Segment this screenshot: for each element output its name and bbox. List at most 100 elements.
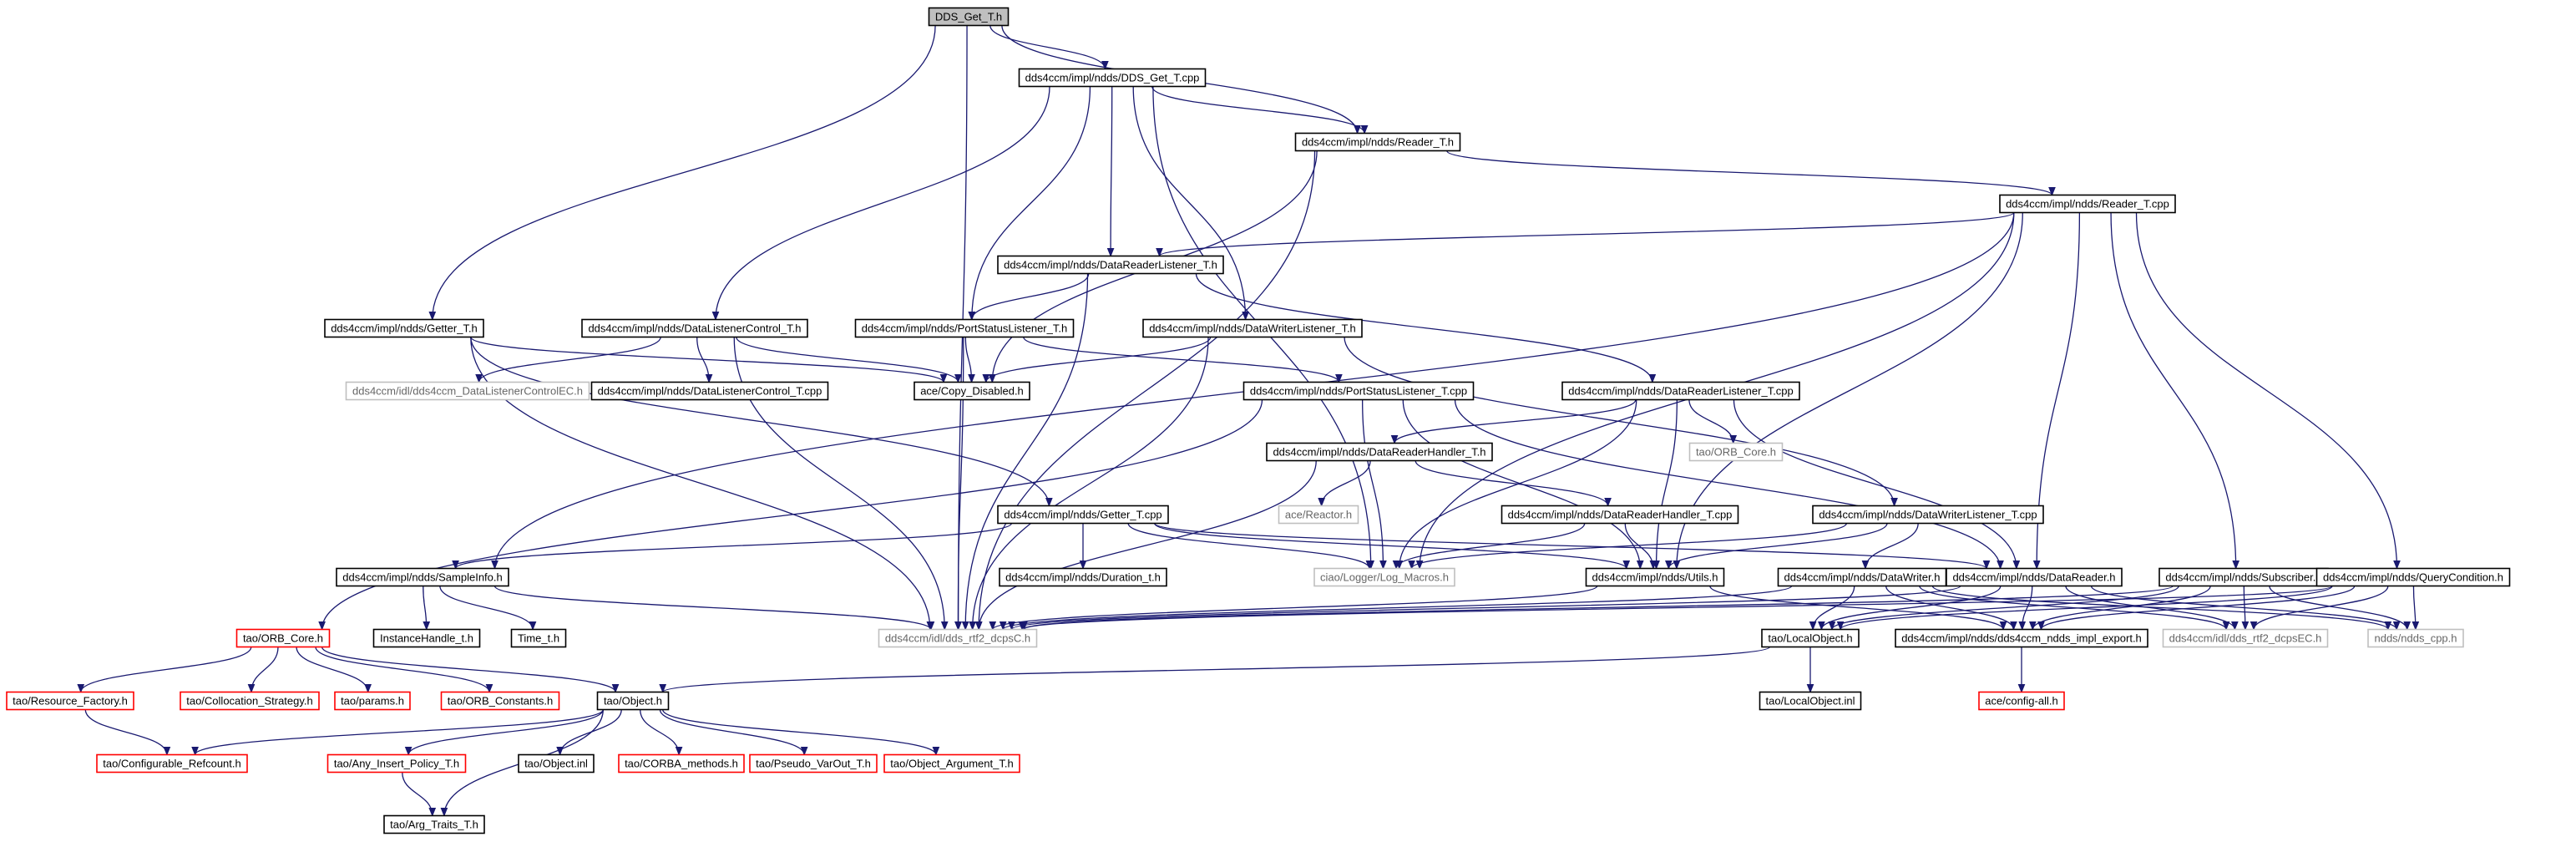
node-dds4ccm-impl-ndds-reader-t-cpp[interactable]: dds4ccm/impl/ndds/Reader_T.cpp — [1999, 194, 2176, 214]
node-ace-copy-disabled-h[interactable]: ace/Copy_Disabled.h — [913, 381, 1030, 401]
edge-reader_cpp-to-datareader — [2032, 212, 2081, 570]
edge-arrowhead — [968, 374, 975, 383]
node-dds-get-t-h[interactable]: DDS_Get_T.h — [928, 7, 1010, 27]
node-tao-localobject-h[interactable]: tao/LocalObject.h — [1761, 628, 1860, 648]
node-dds4ccm-impl-ndds-datareaderlistener-t-h[interactable]: dds4ccm/impl/ndds/DataReaderListener_T.h — [997, 255, 1224, 275]
node-dds4ccm-impl-ndds-reader-t-h[interactable]: dds4ccm/impl/ndds/Reader_T.h — [1294, 132, 1461, 152]
edge-line — [2036, 212, 2081, 569]
edge-arrowhead — [932, 747, 940, 756]
node-label: tao/LocalObject.h — [1768, 632, 1852, 645]
node-dds4ccm-impl-ndds-datareaderlistener-t-cpp[interactable]: dds4ccm/impl/ndds/DataReaderListener_T.c… — [1561, 381, 1800, 401]
node-dds4ccm-impl-ndds-portstatuslistener-t-cpp[interactable]: dds4ccm/impl/ndds/PortStatusListener_T.c… — [1242, 381, 1475, 401]
edge-arrowhead — [1622, 560, 1631, 570]
node-label: tao/ORB_Constants.h — [448, 695, 553, 708]
node-box — [596, 691, 670, 711]
node-dds4ccm-impl-ndds-duration-t-h[interactable]: dds4ccm/impl/ndds/Duration_t.h — [999, 567, 1167, 587]
edge-arrowhead — [954, 621, 962, 631]
edge-line — [985, 337, 1212, 383]
edge-line — [1410, 522, 1847, 570]
node-label: Time_t.h — [518, 632, 559, 645]
node-dds4ccm-impl-ndds-getter-t-h[interactable]: dds4ccm/impl/ndds/Getter_T.h — [324, 318, 484, 338]
node-tao-pseudo-varout-t-h[interactable]: tao/Pseudo_VarOut_T.h — [749, 753, 878, 774]
edge-subscriber-to-rtf2_dcpsec — [2241, 586, 2250, 631]
edge-arrowhead — [475, 374, 483, 383]
node-box — [1759, 691, 1862, 711]
node-dds4ccm-impl-ndds-datawriterlistener-t-h[interactable]: dds4ccm/impl/ndds/DataWriterListener_T.h — [1142, 318, 1363, 338]
edge-arrowhead — [800, 747, 808, 756]
node-instancehandle-t-h[interactable]: InstanceHandle_t.h — [372, 628, 481, 648]
edge-line — [1865, 523, 1919, 569]
edge-arrowhead — [491, 560, 498, 570]
node-tao-corba-methods-h[interactable]: tao/CORBA_methods.h — [618, 753, 745, 774]
edge-arrowhead — [1242, 312, 1249, 321]
node-dds4ccm-impl-ndds-dds-get-t-cpp[interactable]: dds4ccm/impl/ndds/DDS_Get_T.cpp — [1018, 68, 1207, 88]
edge-arrowhead — [1828, 621, 1836, 631]
edge-line — [1021, 585, 2174, 631]
node-tao-resource-factory-h[interactable]: tao/Resource_Factory.h — [6, 691, 134, 711]
node-dds4ccm-impl-ndds-datalistenercontrol-t-h[interactable]: dds4ccm/impl/ndds/DataListenerControl_T.… — [581, 318, 808, 338]
edge-querycond-to-export — [2037, 586, 2356, 631]
node-dds4ccm-impl-ndds-dds4ccm-ndds-impl-export-h[interactable]: dds4ccm/impl/ndds/dds4ccm_ndds_impl_expo… — [1895, 628, 2148, 648]
node-dds4ccm-impl-ndds-datawriterlistener-t-cpp[interactable]: dds4ccm/impl/ndds/DataWriterListener_T.c… — [1812, 505, 2044, 525]
node-dds4ccm-impl-ndds-datareaderhandler-t-cpp[interactable]: dds4ccm/impl/ndds/DataReaderHandler_T.cp… — [1501, 505, 1739, 525]
edge-dlc_h-to-copy — [736, 337, 962, 383]
edge-arrowhead — [77, 684, 85, 693]
node-time-t-h[interactable]: Time_t.h — [510, 628, 567, 648]
edge-orbcore_red-to-params — [296, 647, 372, 693]
edge-line — [1195, 273, 1653, 383]
edge-arrowhead — [452, 560, 459, 570]
edge-line — [1676, 212, 2023, 569]
node-label: dds4ccm/impl/ndds/PortStatusListener_T.c… — [1250, 385, 1467, 398]
node-label: tao/ORB_Core.h — [243, 632, 323, 645]
node-dds4ccm-impl-ndds-sampleinfo-h[interactable]: dds4ccm/impl/ndds/SampleInfo.h — [336, 567, 509, 587]
node-tao-orb-constants-h[interactable]: tao/ORB_Constants.h — [440, 691, 560, 711]
edge-arrowhead — [2018, 621, 2027, 631]
edge-arrowhead — [974, 621, 983, 631]
node-dds4ccm-impl-ndds-datalistenercontrol-t-cpp[interactable]: dds4ccm/impl/ndds/DataListenerControl_T.… — [590, 381, 829, 401]
edge-line — [1154, 522, 1987, 570]
edge-line — [194, 708, 604, 756]
node-box — [1561, 381, 1800, 401]
edge-line — [470, 337, 931, 630]
node-tao-object-h[interactable]: tao/Object.h — [596, 691, 670, 711]
node-ace-config-all-h[interactable]: ace/config-all.h — [1978, 691, 2065, 711]
edge-arrowhead — [2403, 621, 2412, 631]
node-dds4ccm-impl-ndds-subscriber-h[interactable]: dds4ccm/impl/ndds/Subscriber.h — [2158, 567, 2329, 587]
node-tao-object-inl[interactable]: tao/Object.inl — [518, 753, 595, 774]
edge-arrowhead — [1390, 435, 1399, 444]
node-tao-orb-core-h[interactable]: tao/ORB_Core.h — [235, 628, 331, 648]
node-tao-configurable-refcount-h[interactable]: tao/Configurable_Refcount.h — [96, 753, 248, 774]
nodes-layer: DDS_Get_T.h dds4ccm/impl/ndds/DDS_Get_T.c… — [6, 7, 2511, 834]
edge-line — [454, 522, 1012, 570]
node-tao-params-h[interactable]: tao/params.h — [334, 691, 411, 711]
node-dds4ccm-impl-ndds-datawriter-h[interactable]: dds4ccm/impl/ndds/DataWriter.h — [1777, 567, 1947, 587]
edge-arrowhead — [1045, 498, 1053, 507]
edge-arrowhead — [659, 684, 667, 693]
edge-arrowhead — [1997, 560, 2004, 570]
node-dds4ccm-impl-ndds-datareaderhandler-t-h[interactable]: dds4ccm/impl/ndds/DataReaderHandler_T.h — [1266, 442, 1493, 462]
node-tao-any-insert-policy-t-h[interactable]: tao/Any_Insert_Policy_T.h — [326, 753, 467, 774]
node-label: dds4ccm/impl/ndds/Reader_T.cpp — [2006, 198, 2169, 210]
node-tao-collocation-strategy-h[interactable]: tao/Collocation_Strategy.h — [180, 691, 320, 711]
node-dds4ccm-impl-ndds-utils-h[interactable]: dds4ccm/impl/ndds/Utils.h — [1585, 567, 1725, 587]
node-label: dds4ccm/impl/ndds/DDS_Get_T.cpp — [1025, 72, 1200, 84]
edge-arrowhead — [2012, 560, 2021, 570]
node-box — [1978, 691, 2065, 711]
edge-orbcore_red-to-collocation — [247, 647, 279, 693]
node-dds4ccm-impl-ndds-getter-t-cpp[interactable]: dds4ccm/impl/ndds/Getter_T.cpp — [997, 505, 1169, 525]
node-dds4ccm-impl-ndds-querycondition-h[interactable]: dds4ccm/impl/ndds/QueryCondition.h — [2315, 567, 2511, 587]
node-dds4ccm-impl-ndds-datareader-h[interactable]: dds4ccm/impl/ndds/DataReader.h — [1946, 567, 2123, 587]
edge-arrowhead — [1392, 560, 1400, 570]
node-tao-orb-core-h: tao/ORB_Core.h — [1688, 442, 1784, 462]
node-box — [372, 628, 481, 648]
node-label: dds4ccm/impl/ndds/DataListenerControl_T.… — [588, 322, 801, 335]
edge-arrowhead — [1729, 435, 1738, 444]
edge-get_cpp-to-psl_h — [968, 86, 1091, 321]
node-dds4ccm-impl-ndds-portstatuslistener-t-h[interactable]: dds4ccm/impl/ndds/PortStatusListener_T.h — [854, 318, 1075, 338]
node-tao-arg-traits-t-h[interactable]: tao/Arg_Traits_T.h — [383, 814, 485, 834]
edge-drh_cpp-to-logmacros — [1392, 523, 1586, 570]
node-tao-object-argument-t-h[interactable]: tao/Object_Argument_T.h — [883, 753, 1020, 774]
edge-arrowhead — [1408, 560, 1415, 570]
node-tao-localobject-inl[interactable]: tao/LocalObject.inl — [1759, 691, 1862, 711]
edge-line — [2032, 586, 2211, 630]
